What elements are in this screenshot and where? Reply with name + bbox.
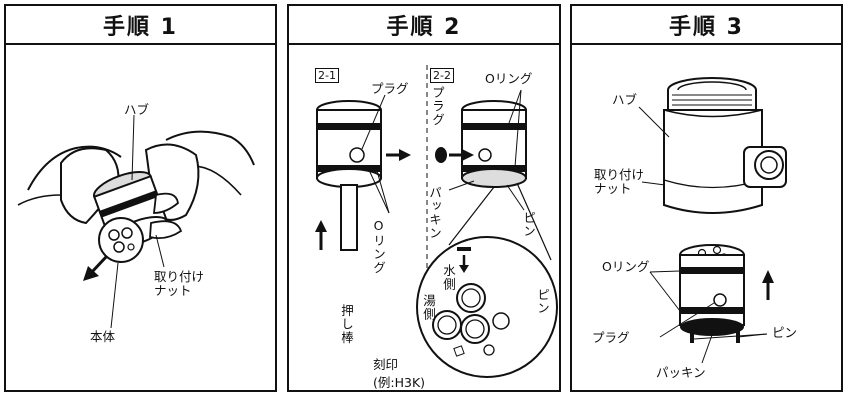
label-pin: ピン — [772, 325, 798, 340]
label-packing: パッキン — [656, 365, 706, 380]
label-hub: ハブ — [124, 102, 150, 117]
panel-title: 手順 1 — [6, 6, 275, 45]
panel-step-3: 手順 3 — [570, 4, 843, 392]
substep-2-2-tag: 2-2 — [430, 68, 454, 83]
label-pin-vertical: ピン — [521, 211, 536, 238]
label-push-rod: 押し棒 — [339, 304, 354, 345]
label-o-ring-top: Oリング — [485, 71, 533, 86]
label-o-ring: Oリング — [602, 259, 650, 274]
label-hub: ハブ — [612, 92, 638, 107]
label-main-body: 本体 — [90, 329, 116, 344]
label-stamp: 刻印 — [373, 357, 399, 372]
label-stamp-example: (例:H3K) — [373, 375, 426, 390]
substep-2-1-tag: 2-1 — [315, 68, 339, 83]
label-o-ring-vertical: Oリング — [371, 218, 386, 275]
label-packing-vertical: パッキン — [427, 186, 442, 240]
label-water-side: 水側 — [441, 264, 456, 291]
step3-illustration — [638, 77, 787, 364]
panel-title: 手順 3 — [572, 6, 841, 45]
label-plug: プラグ — [592, 330, 630, 345]
step1-illustration — [17, 114, 255, 329]
label-mounting-nut: 取り付け ナット — [594, 167, 645, 196]
label-hot-side: 湯側 — [421, 294, 436, 321]
label-pin-vertical-magnified: ピン — [535, 288, 550, 315]
panel-step-1: 手順 1 — [4, 4, 277, 392]
label-plug: プラグ — [371, 81, 409, 96]
panel-title: 手順 2 — [289, 6, 559, 45]
label-plug-vertical: プラグ — [430, 86, 445, 127]
label-mounting-nut: 取り付け ナット — [154, 269, 205, 298]
step2-illustration — [315, 65, 558, 378]
panel-step-2: 手順 2 — [287, 4, 561, 392]
